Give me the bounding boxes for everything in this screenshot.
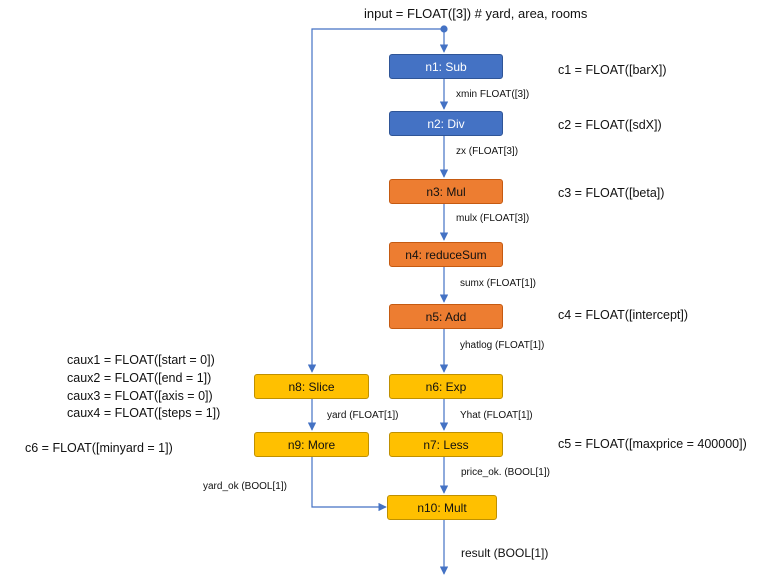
edge-label-n3-n4: mulx (FLOAT[3])	[456, 213, 530, 224]
input-label: input = FLOAT([3]) # yard, area, rooms	[364, 6, 588, 21]
edge-label-n8-n9: yard (FLOAT[1])	[327, 410, 399, 421]
node-n5[interactable]: n5: Add	[389, 304, 503, 329]
node-n6[interactable]: n6: Exp	[389, 374, 503, 399]
edge-label-n2-n3: zx (FLOAT[3])	[456, 146, 519, 157]
edge-label-n7-n10: price_ok. (BOOL[1])	[461, 467, 550, 478]
const-caux1: caux1 = FLOAT([start = 0])	[67, 353, 215, 367]
node-n9[interactable]: n9: More	[254, 432, 369, 457]
node-n1[interactable]: n1: Sub	[389, 54, 503, 79]
const-c3: c3 = FLOAT([beta])	[558, 186, 665, 200]
node-n3[interactable]: n3: Mul	[389, 179, 503, 204]
edge-label-output: result (BOOL[1])	[461, 546, 549, 560]
const-c4: c4 = FLOAT([intercept])	[558, 308, 689, 322]
node-n8[interactable]: n8: Slice	[254, 374, 369, 399]
edge-label-n9-n10: yard_ok (BOOL[1])	[203, 481, 287, 492]
const-c2: c2 = FLOAT([sdX])	[558, 118, 662, 132]
edge-n9-n10	[311, 457, 387, 512]
edge-label-n5-n6: yhatlog (FLOAT[1])	[460, 340, 545, 351]
edge-input-n8	[307, 28, 444, 373]
node-n7[interactable]: n7: Less	[389, 432, 503, 457]
edge-label-n6-n7: Yhat (FLOAT[1])	[460, 410, 533, 421]
const-c6: c6 = FLOAT([minyard = 1])	[25, 441, 173, 455]
const-c1: c1 = FLOAT([barX])	[558, 63, 667, 77]
edge-label-n1-n2: xmin FLOAT([3])	[456, 89, 530, 100]
edge-label-n4-n5: sumx (FLOAT[1])	[460, 278, 536, 289]
const-caux2: caux2 = FLOAT([end = 1])	[67, 371, 212, 385]
node-n2[interactable]: n2: Div	[389, 111, 503, 136]
node-n10[interactable]: n10: Mult	[387, 495, 497, 520]
node-n4[interactable]: n4: reduceSum	[389, 242, 503, 267]
const-caux3: caux3 = FLOAT([axis = 0])	[67, 389, 213, 403]
const-caux4: caux4 = FLOAT([steps = 1])	[67, 406, 221, 420]
const-c5: c5 = FLOAT([maxprice = 400000])	[558, 437, 747, 451]
